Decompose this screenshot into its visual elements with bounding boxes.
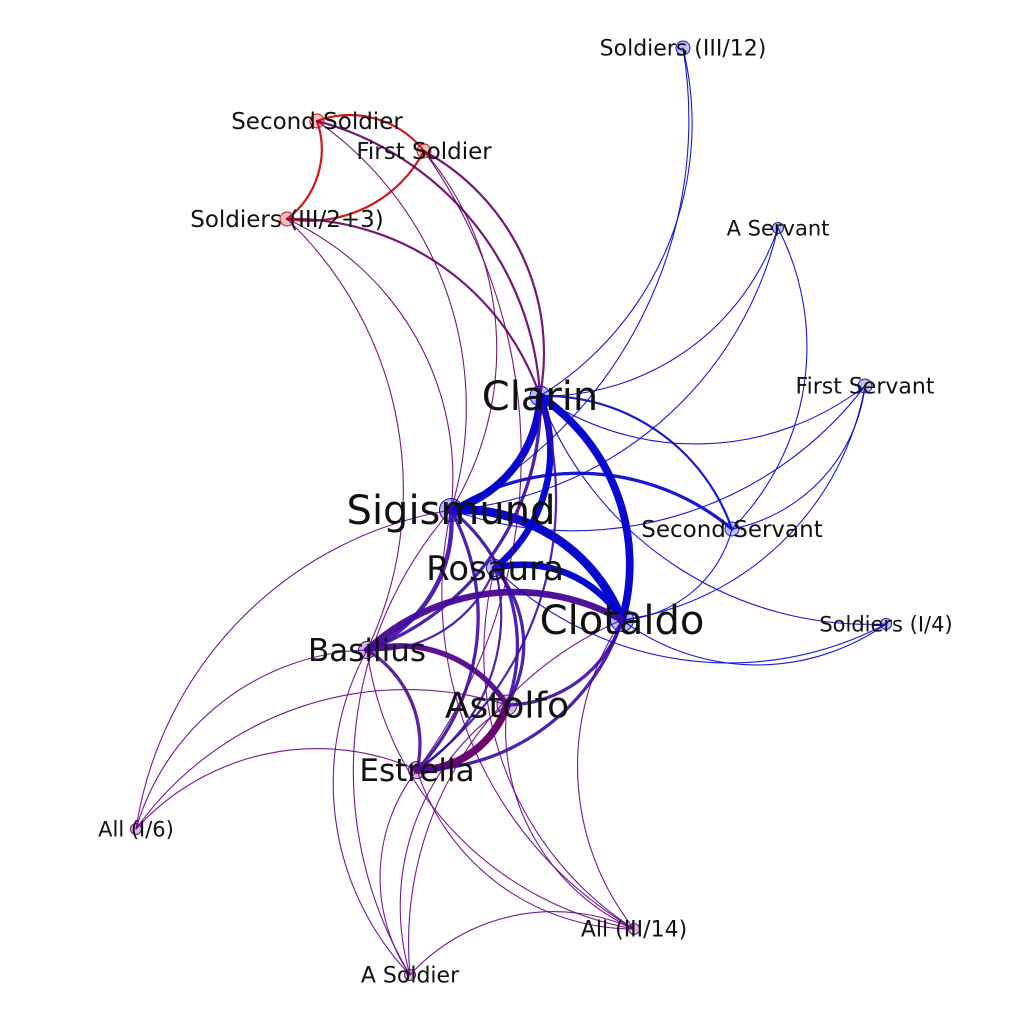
edge-all-iii-14-clotaldo bbox=[577, 619, 635, 930]
edge-all-i-6-astolfo bbox=[135, 688, 508, 830]
edge-rosaura-clotaldo bbox=[491, 561, 626, 624]
node-all-iii-14[interactable] bbox=[628, 923, 640, 935]
edge-basilius-estrella bbox=[365, 648, 422, 772]
node-label-astolfo: Astolfo bbox=[445, 686, 569, 727]
node-label-all-iii-14: All (III/14) bbox=[581, 918, 687, 943]
node-basilius[interactable] bbox=[358, 641, 376, 659]
node-label-a-soldier: A Soldier bbox=[361, 964, 460, 989]
node-rosaura[interactable] bbox=[486, 559, 504, 577]
edge-a-soldier-astolfo bbox=[399, 704, 508, 976]
edge-soldiers-iii-2-3-basilius bbox=[286, 218, 404, 651]
edge-soldiers-i-4-clotaldo bbox=[621, 619, 887, 666]
edge-second-soldier-sigismund bbox=[316, 120, 467, 511]
node-label-first-servant: First Servant bbox=[796, 375, 935, 400]
edge-soldiers-iii-2-3-clarin bbox=[285, 217, 542, 398]
node-label-soldiers-iii-12: Soldiers (III/12) bbox=[600, 37, 767, 62]
node-label-clarin: Clarin bbox=[482, 374, 598, 420]
node-label-soldiers-iii-2-3: Soldiers (III/2+3) bbox=[190, 207, 384, 233]
node-astolfo[interactable] bbox=[496, 694, 518, 716]
edge-rosaura-estrella bbox=[415, 566, 503, 772]
edge-first-soldier-estrella bbox=[416, 150, 522, 771]
node-label-basilius: Basilius bbox=[308, 633, 426, 669]
node-sigismund[interactable] bbox=[439, 498, 463, 522]
edge-soldiers-iii-12-clarin bbox=[539, 47, 693, 397]
node-label-soldiers-i-4: Soldiers (I/4) bbox=[819, 612, 952, 636]
edge-first-soldier-soldiers-iii-2-3 bbox=[285, 149, 426, 222]
edge-all-i-6-basilius bbox=[135, 649, 368, 830]
edge-soldiers-iii-2-3-sigismund bbox=[286, 218, 454, 511]
node-label-first-soldier: First Soldier bbox=[356, 139, 492, 165]
edge-soldiers-i-4-rosaura bbox=[494, 567, 887, 664]
edge-second-soldier-soldiers-iii-2-3 bbox=[285, 119, 323, 221]
edge-clarin-clotaldo bbox=[536, 392, 634, 624]
edge-first-servant-clarin bbox=[539, 385, 866, 445]
node-label-clotaldo: Clotaldo bbox=[540, 598, 705, 644]
node-label-a-servant: A Servant bbox=[727, 216, 830, 240]
edge-a-servant-sigismund bbox=[450, 227, 779, 511]
edge-first-servant-clotaldo bbox=[621, 385, 866, 621]
edge-clarin-sigismund bbox=[447, 392, 544, 514]
edge-clarin-estrella bbox=[415, 394, 558, 772]
node-soldiers-iii-12[interactable] bbox=[675, 40, 691, 56]
edges-layer bbox=[135, 47, 887, 976]
edge-a-soldier-clotaldo bbox=[408, 619, 623, 976]
edge-a-soldier-basilius bbox=[332, 649, 411, 976]
node-soldiers-iii-2-3[interactable] bbox=[279, 211, 295, 227]
edge-first-servant-sigismund bbox=[450, 385, 866, 532]
node-a-soldier[interactable] bbox=[404, 969, 416, 981]
edge-sigismund-second-servant bbox=[449, 471, 734, 531]
edge-all-iii-14-sigismund bbox=[441, 509, 635, 930]
edge-all-iii-14-estrella bbox=[416, 769, 635, 930]
edge-all-iii-14-astolfo bbox=[505, 704, 635, 930]
edge-second-soldier-clarin bbox=[315, 119, 542, 398]
node-clarin[interactable] bbox=[529, 385, 551, 407]
node-second-servant[interactable] bbox=[724, 521, 740, 537]
node-first-servant[interactable] bbox=[857, 378, 873, 394]
node-clotaldo[interactable] bbox=[610, 608, 634, 632]
edge-first-soldier-sigismund bbox=[423, 150, 498, 511]
node-label-rosaura: Rosaura bbox=[426, 549, 564, 589]
edge-a-servant-second-servant bbox=[731, 227, 808, 530]
edge-a-soldier-all-iii-14 bbox=[409, 911, 635, 976]
node-label-second-soldier: Second Soldier bbox=[231, 109, 403, 135]
edge-a-soldier-sigismund bbox=[352, 509, 452, 976]
edge-second-soldier-first-soldier bbox=[315, 114, 426, 153]
labels-layer: ClarinSigismundRosauraClotaldoBasiliusAs… bbox=[98, 37, 953, 989]
edge-clotaldo-astolfo bbox=[505, 618, 624, 707]
edge-soldiers-i-4-clarin bbox=[539, 395, 887, 625]
node-label-all-i-6: All (I/6) bbox=[98, 817, 174, 841]
edge-second-servant-clotaldo bbox=[621, 528, 733, 621]
edge-rosaura-basilius bbox=[365, 566, 497, 652]
nodes-layer bbox=[130, 40, 892, 981]
node-second-soldier[interactable] bbox=[309, 113, 325, 129]
edge-basilius-astolfo bbox=[364, 643, 510, 708]
edge-all-i-6-sigismund bbox=[135, 509, 452, 830]
node-label-estrella: Estrella bbox=[359, 753, 474, 789]
edge-clotaldo-estrella bbox=[415, 618, 624, 772]
edge-soldiers-iii-12-sigismund bbox=[450, 47, 690, 511]
edge-sigismund-basilius bbox=[364, 507, 454, 653]
edge-all-i-6-estrella bbox=[135, 748, 418, 830]
edge-clarin-basilius bbox=[365, 394, 542, 652]
node-label-sigismund: Sigismund bbox=[347, 488, 556, 534]
node-a-servant[interactable] bbox=[772, 222, 784, 234]
edge-sigismund-estrella bbox=[415, 508, 480, 772]
edge-first-servant-second-servant bbox=[731, 385, 866, 530]
edge-sigismund-astolfo bbox=[449, 508, 519, 707]
node-label-second-servant: Second Servant bbox=[641, 517, 822, 543]
node-soldiers-i-4[interactable] bbox=[880, 618, 892, 630]
node-estrella[interactable] bbox=[408, 761, 426, 779]
edge-first-soldier-clarin bbox=[422, 149, 546, 398]
edge-all-iii-14-rosaura bbox=[483, 567, 635, 930]
edge-a-servant-clarin bbox=[539, 227, 779, 397]
edge-clarin-second-servant bbox=[538, 394, 734, 531]
edge-a-soldier-estrella bbox=[379, 769, 418, 976]
node-all-i-6[interactable] bbox=[130, 823, 142, 835]
node-first-soldier[interactable] bbox=[416, 143, 432, 159]
